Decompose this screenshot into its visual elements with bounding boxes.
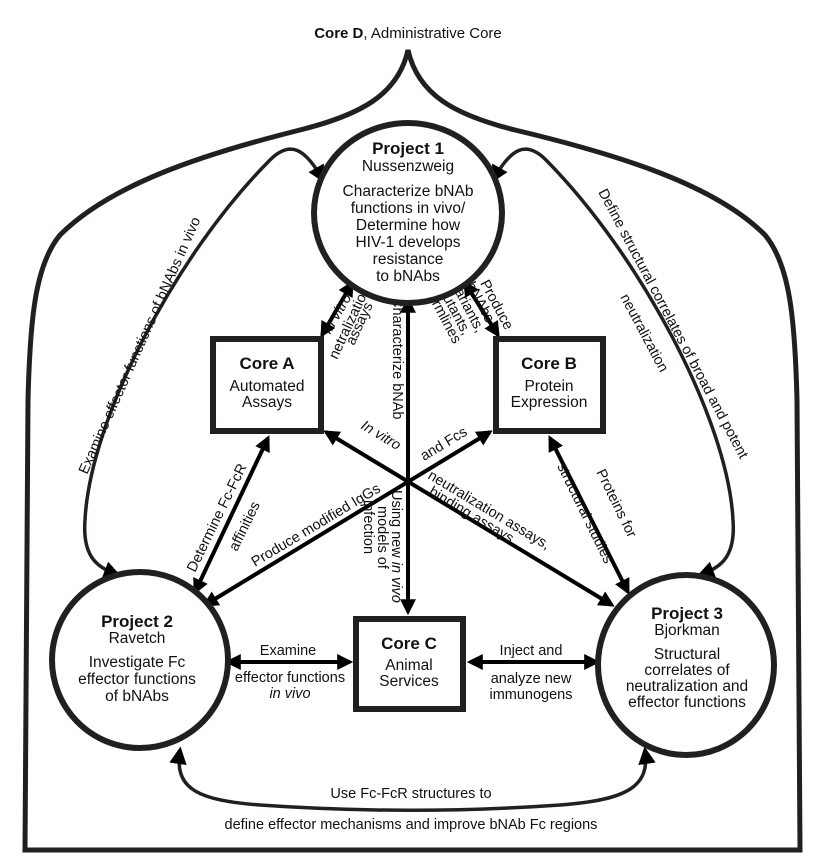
edge-label-p2-coreC-invivo: in vivo xyxy=(269,686,310,702)
edge-label-coreA-p3-neutralization: neutralization assays, xyxy=(425,468,553,554)
project-2-desc-2: effector functions xyxy=(78,671,196,688)
edge-label-coreC-p3-analyze: analyze new xyxy=(491,671,572,687)
core-b-title: Core B xyxy=(521,354,577,373)
project-3-node: Project 3 Bjorkman Structural correlates… xyxy=(595,572,777,758)
edge-label-p2-coreC-examine: Examine xyxy=(260,643,316,659)
core-d-title: Core D, Administrative Core xyxy=(314,25,502,42)
core-b-node: Core B Protein Expression xyxy=(493,336,606,434)
project-3-desc-4: effector functions xyxy=(628,694,746,711)
edge-label-p1-coreC-characterize: Characterize bNAb xyxy=(389,297,405,420)
core-d-boundary xyxy=(22,49,803,853)
edge-label-coreC-models: models of xyxy=(374,506,390,570)
core-a-box xyxy=(210,336,324,434)
core-b-box xyxy=(493,336,606,434)
edge-label-coreC-p3-inject: Inject and xyxy=(500,643,563,659)
core-a-node: Core A Automated Assays xyxy=(210,336,324,434)
core-c-desc-1: Animal xyxy=(385,657,432,674)
edge-label-coreC-using-text: Using new xyxy=(388,490,404,562)
edge-label-p2-coreC-effector: effector functions xyxy=(235,670,345,686)
edge-coreA-p2 xyxy=(193,435,270,595)
project-1-desc-4: HIV-1 develops xyxy=(355,234,460,251)
project-2-lead: Ravetch xyxy=(109,630,166,647)
edge-p1-p3-curve xyxy=(491,147,736,579)
project-1-circle xyxy=(311,120,505,306)
project-3-title: Project 3 xyxy=(651,604,723,623)
core-a-desc-2: Assays xyxy=(242,394,292,411)
project-2-circle xyxy=(49,569,231,751)
edge-coreB-p3 xyxy=(548,435,630,595)
edge-label-coreA-p2-affinities: affinities xyxy=(226,499,264,554)
edge-label-coreC-using: Using new in vivo xyxy=(388,490,404,603)
project-1-node: Project 1 Nussenzweig Characterize bNAb … xyxy=(311,120,505,306)
core-c-desc-2: Services xyxy=(379,673,439,690)
edge-label-coreC-p3-immunogens: immunogens xyxy=(489,687,572,703)
project-3-desc-2: correlates of xyxy=(644,662,730,679)
edge-label-p1-p2: Examine effector functions of bNAbs in v… xyxy=(76,215,204,477)
project-3-desc-3: neutralization and xyxy=(626,678,748,695)
edge-label-coreA-invitro: In vitro xyxy=(358,418,404,454)
core-a-desc-1: Automated xyxy=(230,378,305,395)
project-3-lead: Bjorkman xyxy=(654,622,719,639)
project-1-desc-1: Characterize bNAb xyxy=(343,183,474,200)
edge-p2-p3-bottom-curve xyxy=(169,746,656,812)
core-c-box xyxy=(353,616,466,712)
core-b-desc-2: Expression xyxy=(511,394,588,411)
edge-label-coreC-invivo: in vivo xyxy=(388,562,404,603)
edge-label-p2-p3-line2: define effector mechanisms and improve b… xyxy=(225,817,598,833)
core-c-title: Core C xyxy=(381,634,437,653)
project-2-node: Project 2 Ravetch Investigate Fc effecto… xyxy=(49,569,231,751)
core-d-title-bold: Core D xyxy=(314,25,363,42)
edge-label-p2-p3-line1: Use Fc-FcR structures to xyxy=(330,786,491,802)
project-1-desc-6: to bNAbs xyxy=(376,268,440,285)
project-1-desc-5: resistance xyxy=(373,251,444,268)
project-3-circle xyxy=(595,572,777,758)
edge-p1-coreB xyxy=(463,280,500,338)
edge-p1-coreA xyxy=(320,280,354,338)
core-c-node: Core C Animal Services xyxy=(353,616,466,712)
edge-label-p1-p3-line1: Define structural correlates of broad an… xyxy=(594,186,750,461)
project-2-desc-3: of bNAbs xyxy=(105,688,169,705)
project-3-desc-1: Structural xyxy=(654,646,720,663)
project-1-lead: Nussenzweig xyxy=(362,158,454,175)
project-2-title: Project 2 xyxy=(101,612,173,631)
core-a-title: Core A xyxy=(239,354,294,373)
project-1-desc-3: Determine how xyxy=(356,217,461,234)
core-d-title-rest: , Administrative Core xyxy=(363,25,501,42)
edge-p1-p2-curve xyxy=(82,147,325,579)
edge-label-coreC-infection: infection xyxy=(360,500,376,554)
project-1-desc-2: functions in vivo/ xyxy=(351,200,466,217)
project-1-title: Project 1 xyxy=(372,139,444,158)
core-b-desc-1: Protein xyxy=(524,378,573,395)
project-2-desc-1: Investigate Fc xyxy=(89,654,186,671)
